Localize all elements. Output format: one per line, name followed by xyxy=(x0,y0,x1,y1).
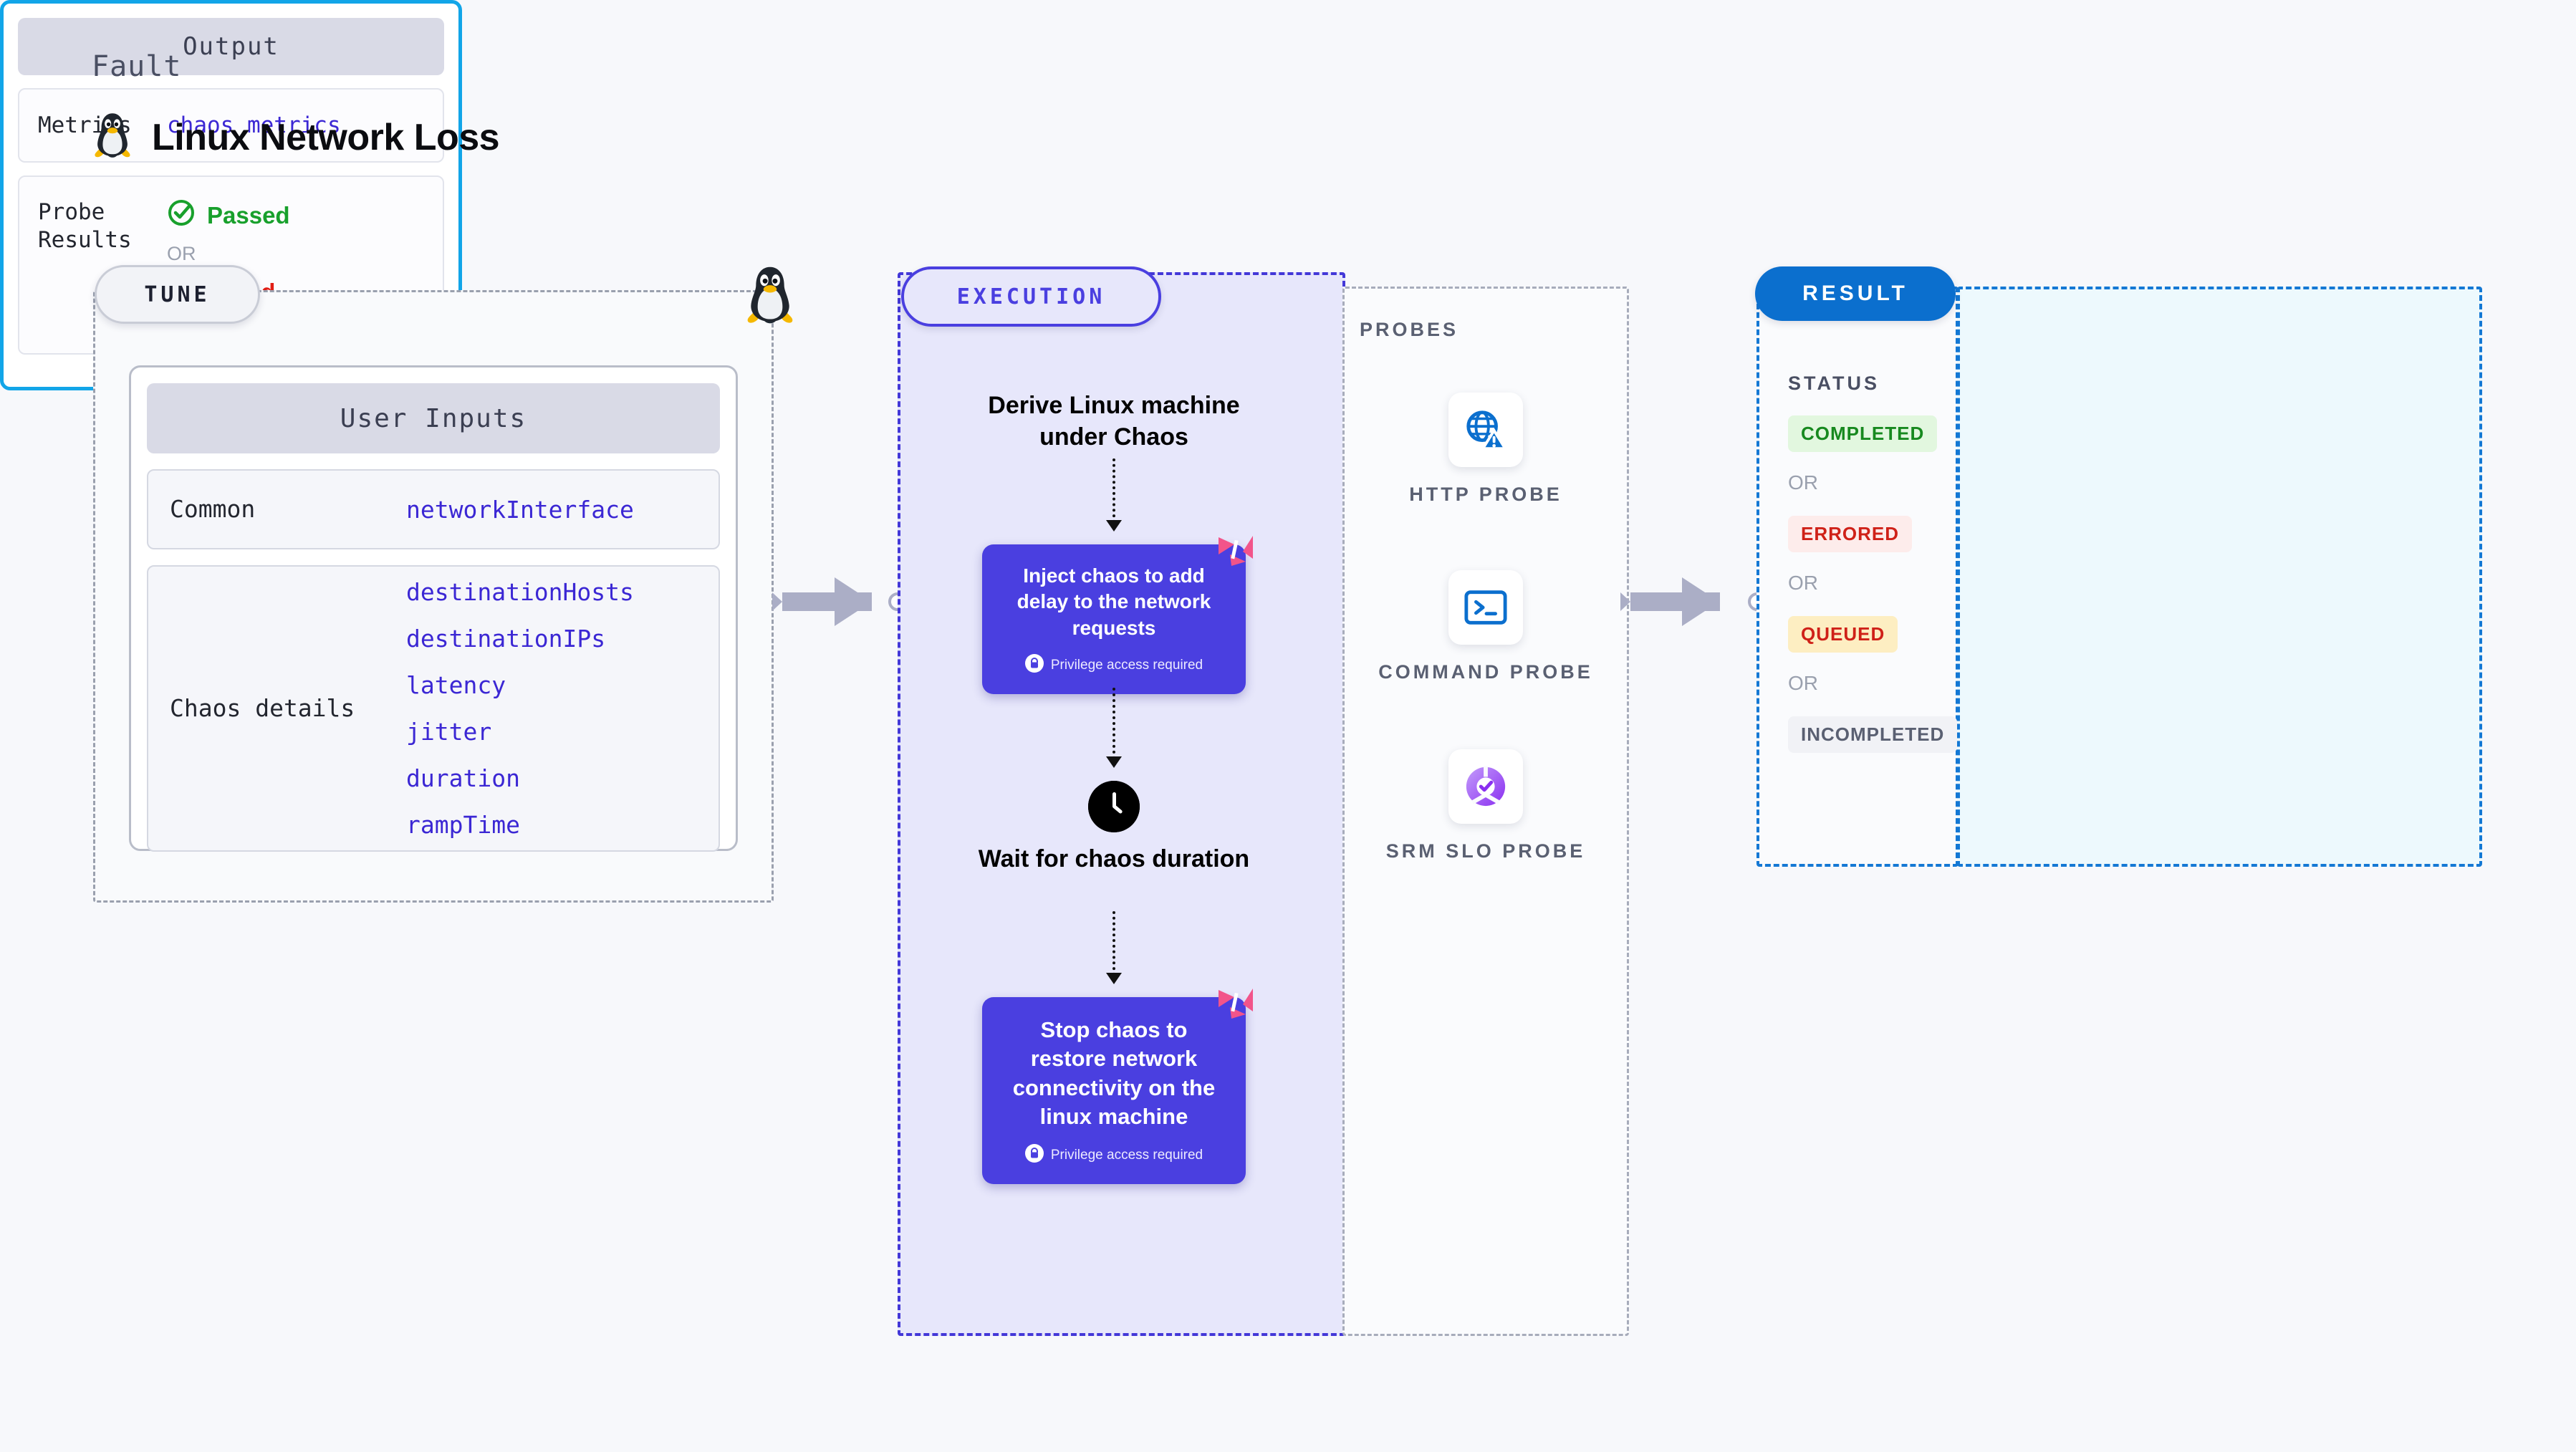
probe-results-label: Probe Results xyxy=(38,199,132,253)
tune-row-chaos-details: Chaos details destinationHosts destinati… xyxy=(147,565,720,852)
flow-connector-1 xyxy=(1112,458,1115,523)
slo-donut-check-icon xyxy=(1448,749,1523,824)
execution-pill-label: EXECUTION xyxy=(901,266,1161,327)
lock-icon xyxy=(1024,1144,1044,1167)
status-badge-queued: QUEUED xyxy=(1788,616,1898,653)
result-pill-label: RESULT xyxy=(1755,266,1956,321)
page-title-row: Linux Network Loss xyxy=(92,110,500,164)
metrics-value[interactable]: chaos metrics xyxy=(167,112,341,138)
tux-penguin-icon xyxy=(92,110,133,164)
execution-step-derive-label: Derive Linux machine under Chaos xyxy=(988,392,1240,451)
flow-arrow-2 xyxy=(1106,756,1122,768)
harness-logo-icon xyxy=(1216,986,1256,1020)
node-title: Inject chaos to add delay to the network… xyxy=(1017,564,1211,639)
tune-param[interactable]: networkInterface xyxy=(406,495,634,524)
harness-logo-icon xyxy=(1216,533,1256,567)
node-privilege-note: Privilege access required xyxy=(1001,654,1227,677)
terminal-prompt-icon xyxy=(1448,570,1523,645)
check-circle-icon xyxy=(167,198,196,233)
status-badge-completed: COMPLETED xyxy=(1788,415,1938,452)
probe-http[interactable]: HTTP PROBE xyxy=(1378,393,1593,507)
tune-row-common: Common networkInterface xyxy=(147,469,720,549)
tune-param[interactable]: latency xyxy=(406,671,506,699)
tune-param[interactable]: rampTime xyxy=(406,811,520,839)
output-row-metrics: Metrics chaos metrics xyxy=(18,88,444,163)
status-badge-errored: ERRORED xyxy=(1788,516,1913,552)
execution-node-inject-chaos[interactable]: Inject chaos to add delay to the network… xyxy=(982,536,1253,695)
probes-section-label: PROBES xyxy=(1360,319,1459,340)
status-badge-incompleted: INCOMPLETED xyxy=(1788,716,1958,753)
tune-pill-label: TUNE xyxy=(95,265,260,324)
execution-node-stop-chaos[interactable]: Stop chaos to restore network connectivi… xyxy=(982,989,1253,1185)
tune-param[interactable]: destinationIPs xyxy=(406,625,606,653)
flow-connector-2 xyxy=(1112,688,1115,759)
result-output-panel xyxy=(1957,287,2482,867)
user-inputs-title: User Inputs xyxy=(147,383,720,453)
page-eyebrow: Fault xyxy=(92,50,182,83)
probe-label: SRM SLO PROBE xyxy=(1385,840,1586,862)
probe-result-passed-label: Passed xyxy=(207,202,290,229)
page-title: Linux Network Loss xyxy=(152,116,500,158)
output-card-title: Output xyxy=(18,18,444,75)
status-section-label: STATUS xyxy=(1788,372,1880,394)
node-privilege-text: Privilege access required xyxy=(1050,1148,1203,1163)
lock-icon xyxy=(1024,654,1044,677)
tune-param[interactable]: destinationHosts xyxy=(406,578,634,606)
tune-param[interactable]: jitter xyxy=(406,718,492,746)
tune-param[interactable]: duration xyxy=(406,764,520,792)
probe-command[interactable]: COMMAND PROBE xyxy=(1378,570,1593,685)
globe-warning-icon xyxy=(1448,393,1523,467)
node-title: Stop chaos to restore network connectivi… xyxy=(1012,1017,1216,1129)
probe-srm-slo[interactable]: SRM SLO PROBE xyxy=(1378,749,1593,864)
status-or-3: OR xyxy=(1788,672,1818,694)
probe-label: COMMAND PROBE xyxy=(1378,661,1593,683)
status-or-1: OR xyxy=(1788,471,1818,494)
page-header: Fault Linux Network Loss xyxy=(92,50,500,164)
flow-connector-3 xyxy=(1112,911,1115,976)
tune-row-label: Chaos details xyxy=(170,694,355,723)
flow-arrow-1 xyxy=(1106,520,1122,532)
execution-wait-label: Wait for chaos duration xyxy=(978,845,1250,872)
probe-label: HTTP PROBE xyxy=(1409,484,1562,505)
probe-result-or: OR xyxy=(167,243,196,264)
tux-penguin-icon xyxy=(744,264,797,327)
clock-icon xyxy=(1088,781,1140,832)
user-inputs-card: User Inputs Common networkInterface Chao… xyxy=(129,365,738,852)
probe-result-passed: Passed xyxy=(167,198,290,233)
node-privilege-text: Privilege access required xyxy=(1050,658,1203,673)
status-or-2: OR xyxy=(1788,572,1818,594)
node-privilege-note: Privilege access required xyxy=(1001,1144,1227,1167)
flow-arrow-3 xyxy=(1106,973,1122,984)
tune-row-label: Common xyxy=(170,495,256,524)
